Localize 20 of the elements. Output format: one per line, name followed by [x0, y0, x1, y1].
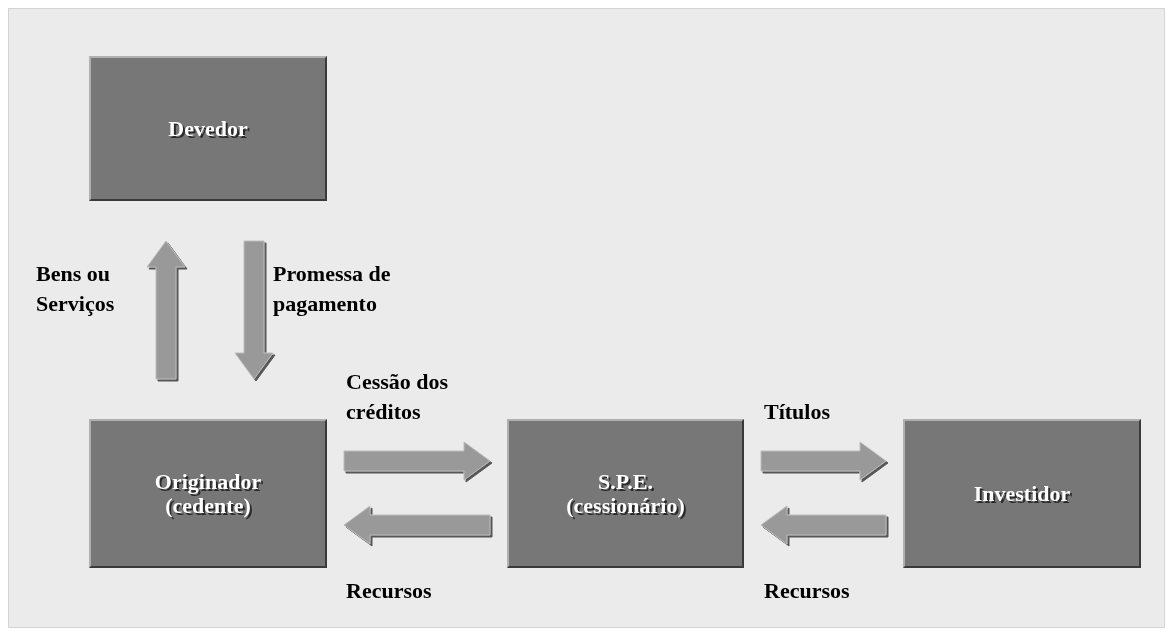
entity-box — [507, 419, 744, 568]
edge-label: Cessão dos créditos — [346, 368, 450, 426]
block-arrow — [146, 240, 186, 380]
entity-box — [89, 56, 327, 201]
edge-label: Promessa de pagamento — [273, 260, 392, 318]
edge-label: Títulos — [764, 398, 832, 426]
edge-label: Recursos — [764, 577, 851, 605]
block-arrow — [343, 441, 491, 481]
entity-box — [903, 419, 1141, 568]
box-label: S.P.E. (cessionário) — [565, 470, 686, 517]
entity-box — [89, 419, 327, 568]
block-arrow — [234, 240, 274, 380]
box-label: Investidor — [973, 481, 1071, 506]
box-label: Devedor — [168, 116, 248, 141]
block-arrow — [760, 441, 887, 481]
edge-label: Recursos — [346, 577, 433, 605]
edge-label: Bens ou Serviços — [36, 260, 116, 318]
block-arrow — [760, 505, 887, 545]
box-label: Originador (cedente) — [153, 470, 263, 517]
block-arrow — [343, 505, 491, 545]
